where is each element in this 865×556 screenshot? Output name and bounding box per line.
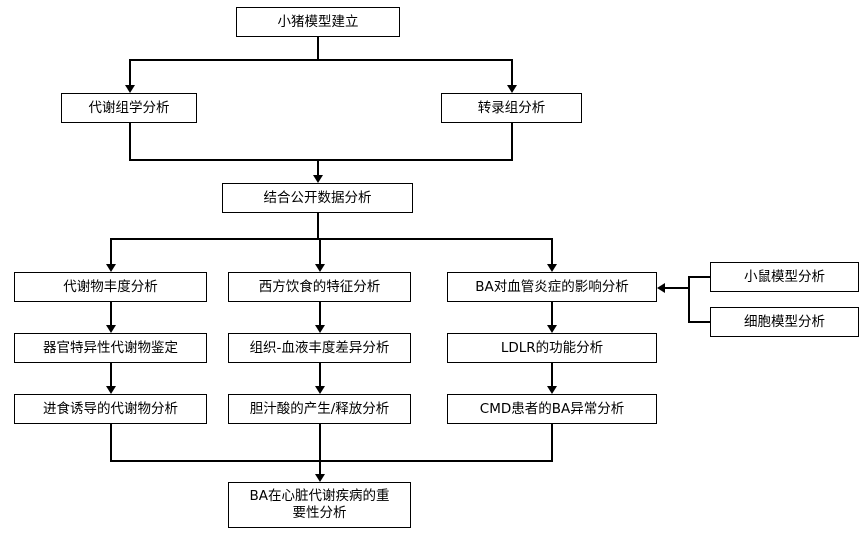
connector-n4-split: [110, 238, 552, 240]
connector-n8-left: [688, 276, 710, 278]
arrow-n10-n13: [106, 386, 116, 394]
node-metabolite-abundance-analysis[interactable]: 代谢物丰度分析: [14, 272, 207, 302]
connector-n10-n13: [110, 363, 112, 386]
connector-n11-n14: [319, 363, 321, 386]
node-western-diet-signature-analysis[interactable]: 西方饮食的特征分析: [228, 272, 411, 302]
connector-into-n4: [317, 159, 319, 175]
node-metabolomics-analysis[interactable]: 代谢组学分析: [61, 93, 197, 123]
arrow-to-n6: [315, 264, 325, 272]
connector-n4-down: [317, 213, 319, 239]
arrow-n12-n15: [547, 386, 557, 394]
connector-n13-down: [110, 424, 112, 461]
connector-to-n2: [129, 59, 131, 85]
connector-merge-to-n4: [129, 159, 513, 161]
connector-to-n3: [511, 59, 513, 85]
connector-to-n6: [319, 238, 321, 264]
connector-n15-down: [551, 424, 553, 461]
connector-n1-down: [317, 37, 319, 60]
connector-n12-n15: [551, 363, 553, 386]
arrow-to-n2: [125, 85, 135, 93]
arrow-to-n3: [507, 85, 517, 93]
arrow-to-n7-from-models: [657, 283, 665, 293]
arrow-n7-n12: [547, 325, 557, 333]
node-pig-model-establishment[interactable]: 小猪模型建立: [236, 7, 400, 37]
arrow-n11-n14: [315, 386, 325, 394]
connector-to-n5: [110, 238, 112, 264]
arrow-n6-n11: [315, 325, 325, 333]
connector-n1-split: [129, 59, 513, 61]
node-cell-model-analysis[interactable]: 细胞模型分析: [710, 307, 859, 337]
connector-n8-n9-join: [688, 276, 690, 322]
arrow-to-n5: [106, 264, 116, 272]
connector-n5-n10: [110, 302, 112, 325]
arrow-to-n16: [315, 474, 325, 482]
arrow-to-n4: [313, 175, 323, 183]
connector-to-n7: [551, 238, 553, 264]
connector-join-to-n7: [665, 287, 689, 289]
node-feeding-induced-metabolite-analysis[interactable]: 进食诱导的代谢物分析: [14, 394, 207, 424]
connector-into-n16: [319, 460, 321, 474]
connector-merge-to-n16: [110, 460, 553, 462]
arrow-n5-n10: [106, 325, 116, 333]
node-ldlr-function-analysis[interactable]: LDLR的功能分析: [447, 333, 657, 363]
node-mouse-model-analysis[interactable]: 小鼠模型分析: [710, 262, 859, 292]
node-cmd-patient-ba-abnormality-analysis[interactable]: CMD患者的BA异常分析: [447, 394, 657, 424]
connector-n7-n12: [551, 302, 553, 325]
node-public-data-integration-analysis[interactable]: 结合公开数据分析: [222, 183, 413, 213]
node-bile-acid-production-release-analysis[interactable]: 胆汁酸的产生/释放分析: [228, 394, 411, 424]
connector-n3-down: [511, 123, 513, 160]
connector-n14-down: [319, 424, 321, 461]
connector-n2-down: [129, 123, 131, 160]
node-ba-importance-in-cardiometabolic-disease[interactable]: BA在心脏代谢疾病的重 要性分析: [228, 482, 411, 528]
connector-n6-n11: [319, 302, 321, 325]
connector-n9-left: [688, 321, 710, 323]
node-tissue-blood-abundance-difference-analysis[interactable]: 组织-血液丰度差异分析: [228, 333, 411, 363]
node-transcriptome-analysis[interactable]: 转录组分析: [441, 93, 582, 123]
arrow-to-n7: [547, 264, 557, 272]
node-ba-vascular-inflammation-analysis[interactable]: BA对血管炎症的影响分析: [447, 272, 657, 302]
node-organ-specific-metabolite-identification[interactable]: 器官特异性代谢物鉴定: [14, 333, 207, 363]
